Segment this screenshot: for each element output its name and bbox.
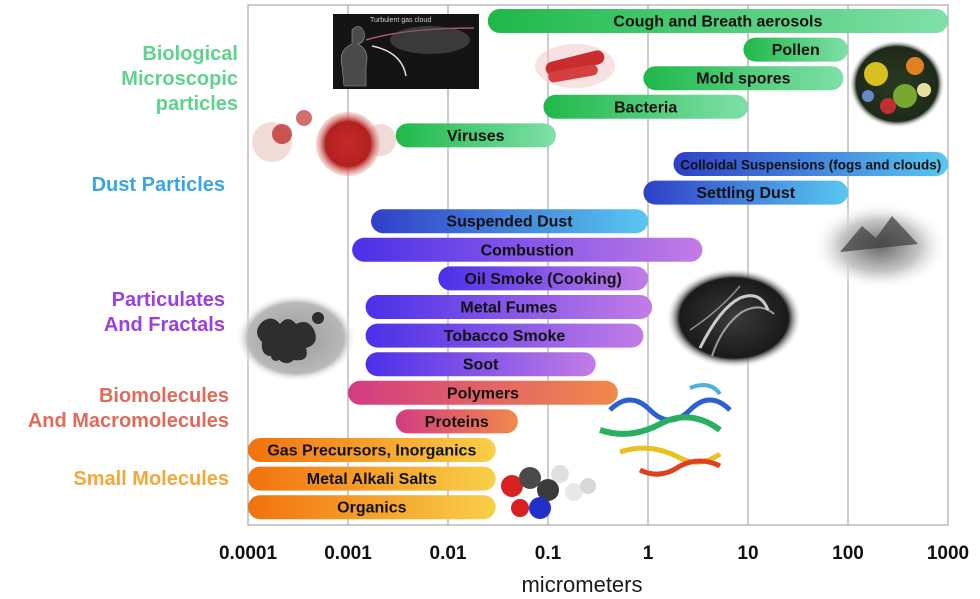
- bar-shape: [743, 37, 848, 62]
- bar-shape: [248, 466, 496, 491]
- bar-shape: [487, 9, 948, 33]
- bar-shape: [643, 66, 844, 91]
- bar-shape: [248, 495, 496, 520]
- bar-shape: [438, 266, 648, 291]
- bar-shape: [395, 123, 556, 148]
- bar-shape: [248, 438, 496, 462]
- x-axis-label: micrometers: [521, 572, 642, 597]
- range-bar: Pollen: [743, 37, 848, 62]
- range-bar: Tobacco Smoke: [365, 323, 644, 348]
- x-tick-label: 0.001: [324, 543, 372, 564]
- x-tick-label: 0.1: [535, 543, 562, 564]
- x-tick-label: 0.01: [430, 543, 467, 564]
- bar-shape: [348, 380, 618, 405]
- bar-label: Cough and Breath aerosols: [613, 14, 822, 31]
- range-bar: Gas Precursors, Inorganics: [248, 438, 496, 462]
- range-bar: Colloidal Suspensions (fogs and clouds): [673, 152, 948, 176]
- bar-label: Oil Smoke (Cooking): [464, 271, 621, 288]
- range-bar: Organics: [248, 495, 496, 520]
- bar-label: Colloidal Suspensions (fogs and clouds): [680, 158, 941, 173]
- bar-label: Metal Fumes: [460, 300, 557, 317]
- bar-label: Organics: [337, 500, 406, 517]
- bacteria-image: [535, 44, 615, 88]
- molecule-image: [501, 465, 596, 519]
- bar-label: Polymers: [447, 385, 519, 402]
- bar-shape: [673, 152, 948, 176]
- range-bar: Proteins: [395, 409, 518, 434]
- range-bar: Cough and Breath aerosols: [487, 9, 948, 33]
- protein-image: [599, 383, 732, 477]
- range-bar: Metal Fumes: [365, 295, 653, 319]
- range-bar: Mold spores: [643, 66, 844, 91]
- range-bar: Suspended Dust: [371, 209, 648, 234]
- range-bar: Settling Dust: [643, 180, 848, 205]
- pollen-image: [849, 40, 945, 128]
- bar-shape: [395, 409, 518, 434]
- bar-label: Bacteria: [614, 99, 677, 116]
- bar-label: Soot: [463, 357, 499, 374]
- bar-label: Tobacco Smoke: [444, 328, 566, 345]
- x-tick-label: 1000: [927, 543, 969, 564]
- x-tick-label: 10: [737, 543, 758, 564]
- bar-shape: [365, 323, 644, 348]
- x-tick-labels: 0.0001 0.001 0.01 0.1 1 10 100 1000: [219, 543, 969, 564]
- bar-shape: [352, 237, 703, 262]
- virus-image: [252, 110, 396, 176]
- bar-label: Combustion: [481, 242, 574, 259]
- x-tick-label: 100: [832, 543, 864, 564]
- bar-label: Mold spores: [696, 71, 790, 88]
- bar-shape: [365, 352, 596, 377]
- bar-label: Settling Dust: [696, 185, 795, 202]
- category-label-biological: Biological Microscopic particles: [121, 43, 238, 115]
- bar-shape: [543, 94, 748, 119]
- bar-label: Suspended Dust: [446, 214, 573, 231]
- turbulent-gas-cloud-caption: Turbulent gas cloud: [370, 17, 431, 24]
- range-bar: Oil Smoke (Cooking): [438, 266, 648, 291]
- range-bar: Metal Alkali Salts: [248, 466, 496, 491]
- range-bar: Viruses: [395, 123, 556, 148]
- bar-shape: [371, 209, 648, 234]
- plot-frame: [247, 4, 949, 526]
- range-bar: Combustion: [352, 237, 703, 262]
- bar-label: Pollen: [772, 42, 820, 59]
- bar-label: Gas Precursors, Inorganics: [267, 443, 476, 460]
- category-label-biomolecules: Biomolecules And Macromolecules: [27, 385, 229, 432]
- bar-label: Metal Alkali Salts: [307, 471, 437, 488]
- bar-shape: [643, 180, 848, 205]
- tem-particle-image: [236, 294, 356, 382]
- cough-image: Turbulent gas cloud: [333, 14, 479, 89]
- category-label-dust: Dust Particles: [91, 174, 225, 196]
- bar-label: Proteins: [425, 414, 489, 431]
- category-label-small-molecules: Small Molecules: [73, 468, 229, 490]
- x-tick-label: 0.0001: [219, 543, 278, 564]
- cloud-image: [812, 202, 948, 290]
- range-bar: Polymers: [348, 380, 618, 405]
- x-tick-label: 1: [643, 543, 654, 564]
- category-label-particulates: Particulates And Fractals: [103, 289, 225, 336]
- bar-shape: [365, 295, 653, 319]
- range-bar: Bacteria: [543, 94, 748, 119]
- bar-label: Viruses: [447, 128, 505, 145]
- smoke-image: [666, 268, 802, 368]
- range-bar: Soot: [365, 352, 596, 377]
